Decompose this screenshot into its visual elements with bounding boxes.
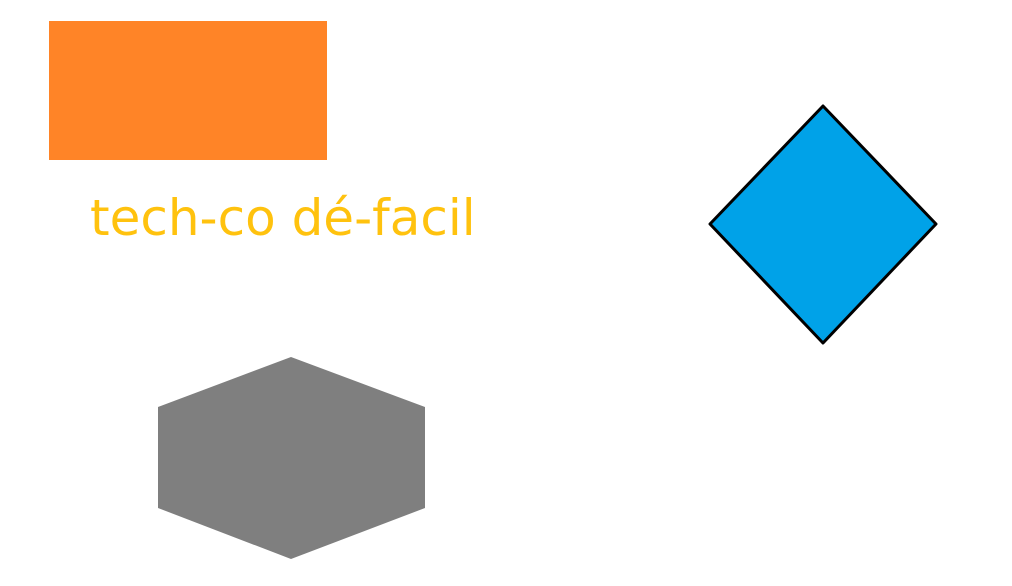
blue-diamond-shape xyxy=(708,104,938,345)
diamond-polygon xyxy=(708,104,938,345)
caption-text: tech-co dé-facil xyxy=(90,189,476,247)
gray-hexagon-shape xyxy=(158,357,425,559)
orange-rectangle-shape xyxy=(49,21,327,160)
hexagon-polygon xyxy=(158,357,425,559)
